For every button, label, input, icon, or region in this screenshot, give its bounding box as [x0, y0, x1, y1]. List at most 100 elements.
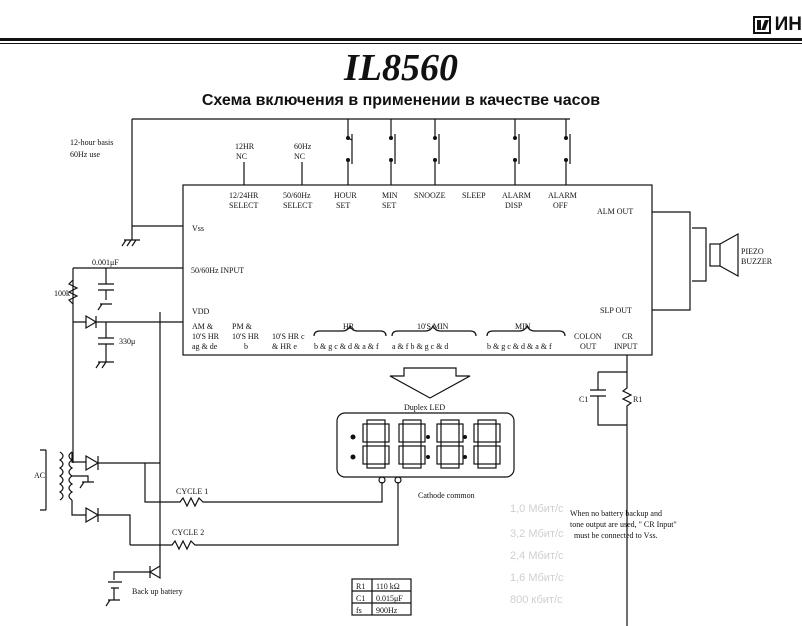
- battery-diode-icon: [113, 545, 161, 580]
- watermark: 1,0 Мбит/с 3,2 Мбит/с 2,4 Мбит/с 1,6 Мби…: [510, 503, 564, 606]
- pin-label: 10'S HR c: [272, 332, 305, 341]
- page-subtitle: Схема включения в применении в качестве …: [201, 92, 601, 109]
- pin-label: MIN: [382, 191, 398, 200]
- no-battery-note: When no battery backup and: [570, 509, 662, 518]
- jumper-12hr-label: 12HR: [235, 142, 255, 151]
- pin-label: 50/60Hz: [283, 191, 311, 200]
- jumper-12hr-nc: NC: [236, 152, 247, 161]
- transformer-taps: [71, 452, 89, 516]
- dp-dot: [350, 434, 356, 440]
- led-segment: [473, 423, 479, 443]
- resistor-100k-icon: [67, 279, 79, 305]
- res-100k-label: 100k: [54, 289, 70, 298]
- piezo-label: BUZZER: [741, 257, 773, 266]
- diode-vdd-icon: [73, 314, 183, 362]
- cathode-pin: [378, 476, 386, 484]
- transformer-icon: [58, 451, 74, 501]
- brace-10s-min: [391, 324, 477, 337]
- c1-label: C1: [579, 395, 588, 404]
- pin-label: SET: [382, 201, 396, 210]
- led-segment: [366, 441, 386, 447]
- pin-label: ALARM: [548, 191, 577, 200]
- pin-label: SLEEP: [462, 191, 486, 200]
- diode-cycle1-icon: [85, 454, 160, 472]
- down-arrow-icon: [389, 367, 471, 399]
- pin-label: AM &: [192, 322, 214, 331]
- speaker-horn-icon: [719, 232, 739, 278]
- cathode-label: Cathode common: [418, 491, 475, 500]
- table-cell: 900Hz: [376, 606, 398, 615]
- ic-bottom-labels: AM & 10'S HR ag & de PM & 10'S HR b 10'S…: [192, 322, 638, 351]
- basis-note: 12-hour basis: [70, 138, 113, 147]
- led-segment: [477, 463, 497, 469]
- pin-label: SELECT: [229, 201, 258, 210]
- pin-label: ALARM: [502, 191, 531, 200]
- switch-alarm-disp-icon: [513, 119, 520, 185]
- table-cell: R1: [356, 582, 365, 591]
- battery-icon: [105, 581, 122, 607]
- led-segment: [384, 445, 390, 465]
- led-digit: [398, 419, 426, 469]
- ic-body: [182, 184, 653, 356]
- led-digit: [473, 419, 501, 469]
- pin-label: OFF: [553, 201, 568, 210]
- led-segment: [458, 445, 464, 465]
- led-segment: [495, 423, 501, 443]
- colon-dot: [463, 455, 467, 459]
- header-rule: [0, 38, 802, 41]
- brand-mark-icon: [752, 16, 771, 34]
- header-rule-thin: [0, 43, 802, 44]
- led-display: [336, 412, 515, 478]
- pin-label: & HR e: [272, 342, 297, 351]
- ac-wires: [40, 449, 47, 511]
- basis-note: 60Hz use: [70, 150, 100, 159]
- led-segment: [473, 445, 479, 465]
- pin-label: DISP: [505, 201, 523, 210]
- led-segment: [366, 463, 386, 469]
- watermark-line: 1,0 Мбит/с: [510, 503, 564, 515]
- pin-label: SET: [336, 201, 350, 210]
- pin-label: SELECT: [283, 201, 312, 210]
- capacitor-001-icon: [98, 268, 114, 300]
- pin-label: b & g c & d & a & f: [314, 342, 379, 351]
- ground-icon: [79, 481, 94, 489]
- dp-dot: [350, 454, 356, 460]
- slp-out-label: SLP OUT: [600, 306, 632, 315]
- led-segment: [384, 423, 390, 443]
- pin-label: a & f b & g c & d: [392, 342, 448, 351]
- led-segment: [440, 441, 460, 447]
- table-cell: 0.015μF: [376, 594, 403, 603]
- brace-hr: [313, 324, 387, 337]
- brand-text: ИН: [774, 14, 802, 35]
- led-digit: [362, 419, 390, 469]
- cap-001-label: 0.001μF: [92, 258, 119, 267]
- r1-label: R1: [633, 395, 642, 404]
- led-segment: [398, 445, 404, 465]
- jumper-60hz-nc: NC: [294, 152, 305, 161]
- watermark-line: 1,6 Мбит/с: [510, 572, 564, 584]
- led-segment: [495, 445, 501, 465]
- alm-out-label: ALM OUT: [597, 207, 633, 216]
- resistor-cycle2-icon: [130, 482, 399, 551]
- duplex-led-label: Duplex LED: [404, 403, 445, 412]
- pin-label: HOUR: [334, 191, 357, 200]
- ground-icon: [95, 361, 114, 369]
- led-segment: [362, 445, 368, 465]
- watermark-line: 3,2 Мбит/с: [510, 528, 564, 540]
- pin-label: SNOOZE: [414, 191, 446, 200]
- cathode-pin: [394, 476, 402, 484]
- led-segment: [477, 419, 497, 425]
- cr-label: INPUT: [614, 342, 638, 351]
- battery-label: Back up battery: [132, 587, 183, 596]
- pin-label: 12/24HR: [229, 191, 259, 200]
- switch-alarm-off-icon: [564, 119, 571, 185]
- vdd-pin-label: VDD: [192, 307, 210, 316]
- pin-label: b: [244, 342, 248, 351]
- no-battery-note: tone output are used, " CR Input": [570, 520, 677, 529]
- cycle2-label: CYCLE 2: [172, 528, 204, 537]
- table-cell: fs: [356, 606, 362, 615]
- ground-icon: [121, 239, 140, 247]
- colon-label: OUT: [580, 342, 597, 351]
- diode-cycle2-icon: [85, 506, 131, 545]
- ground-icon: [97, 303, 112, 311]
